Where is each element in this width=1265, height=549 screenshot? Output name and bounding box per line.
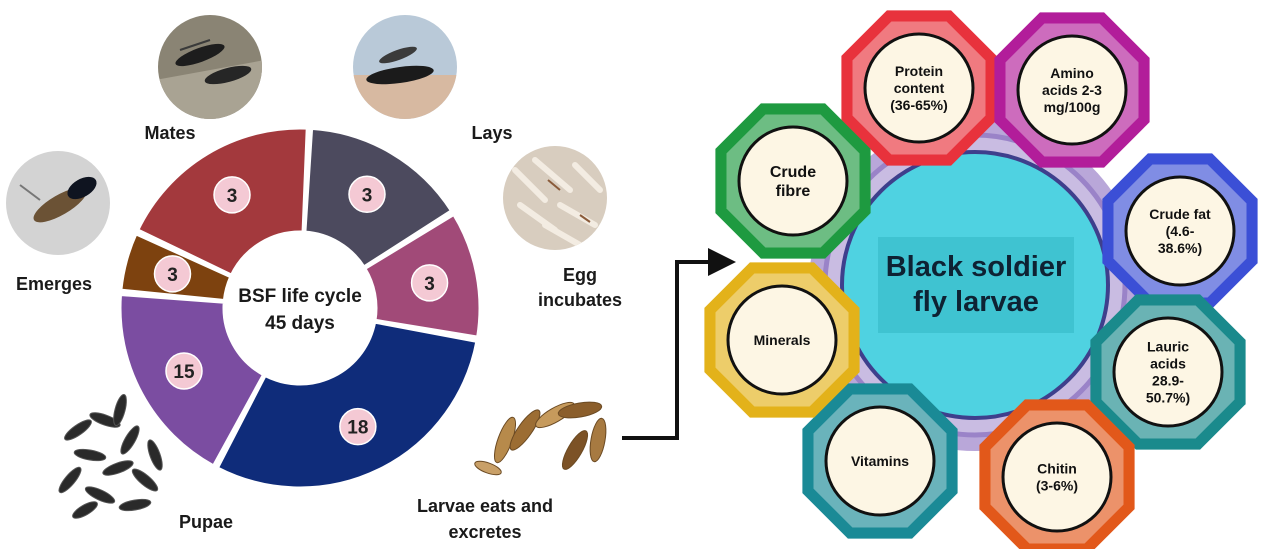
donut-center xyxy=(224,232,376,384)
label-larvae-line1: Larvae eats and xyxy=(417,496,553,516)
flow-arrow-line xyxy=(622,262,712,438)
label-egg-line2: incubates xyxy=(538,290,622,310)
nutrient-badge: Vitamins xyxy=(802,383,957,538)
label-mates: Mates xyxy=(144,123,195,143)
pupae-illustration xyxy=(56,393,165,521)
nutrient-label: Amino xyxy=(1050,65,1094,81)
nutrient-badge: Crude fat(4.6-38.6%) xyxy=(1102,153,1257,308)
nutrient-badge: Chitin(3-6%) xyxy=(979,399,1134,549)
day-badge-value: 3 xyxy=(362,185,373,206)
nutrient-badge: Crude fibre xyxy=(715,103,870,258)
day-badge-value: 15 xyxy=(173,362,195,383)
label-egg-line1: Egg xyxy=(563,265,597,285)
nutrient-label: fibre xyxy=(776,183,811,200)
nutrient-badge: Proteincontent(36-65%) xyxy=(841,10,996,165)
nutrient-label: Crude xyxy=(770,164,816,181)
label-emerges: Emerges xyxy=(16,274,92,294)
nutrient-badge: Aminoacids 2-3mg/100g xyxy=(994,12,1149,167)
egg-photo xyxy=(500,143,610,253)
mates-photo xyxy=(155,12,265,122)
flow-arrow-head xyxy=(708,248,736,276)
nutrient-label: Protein xyxy=(895,63,943,79)
label-lays: Lays xyxy=(471,123,512,143)
lays-photo xyxy=(350,12,460,125)
day-badge-value: 18 xyxy=(347,418,368,439)
nutrient-label: Lauric xyxy=(1147,338,1189,354)
center-title-line1: BSF life cycle xyxy=(238,286,362,307)
day-badge-value: 3 xyxy=(227,186,238,207)
nutrient-label: Minerals xyxy=(754,332,811,348)
larvae-illustration xyxy=(473,398,609,478)
nutrient-label: 38.6%) xyxy=(1158,240,1202,256)
emerges-photo xyxy=(4,149,114,259)
label-larvae-line2: excretes xyxy=(448,522,521,542)
nutrient-label: Chitin xyxy=(1037,460,1077,476)
nutrient-label: (3-6%) xyxy=(1036,477,1078,493)
nutrient-label: mg/100g xyxy=(1044,99,1101,115)
nutrient-label: (36-65%) xyxy=(890,97,948,113)
nutrient-label: Crude fat xyxy=(1149,206,1211,222)
nutrient-label: (4.6- xyxy=(1166,223,1195,239)
nutrient-badge: Minerals xyxy=(704,262,859,417)
nutrient-label: 50.7%) xyxy=(1146,389,1190,405)
center-title-line2: 45 days xyxy=(265,313,335,334)
hub-title-line1: Black soldier xyxy=(886,251,1067,283)
nutrient-label: acids xyxy=(1150,355,1186,371)
label-pupae: Pupae xyxy=(179,512,233,532)
nutrient-label: Vitamins xyxy=(851,453,909,469)
nutrient-label: acids 2-3 xyxy=(1042,82,1102,98)
nutrient-label: 28.9- xyxy=(1152,372,1184,388)
nutrient-label: content xyxy=(894,80,945,96)
day-badge-value: 3 xyxy=(167,265,178,286)
hub-title-line2: fly larvae xyxy=(913,286,1039,318)
day-badge-value: 3 xyxy=(424,274,435,295)
